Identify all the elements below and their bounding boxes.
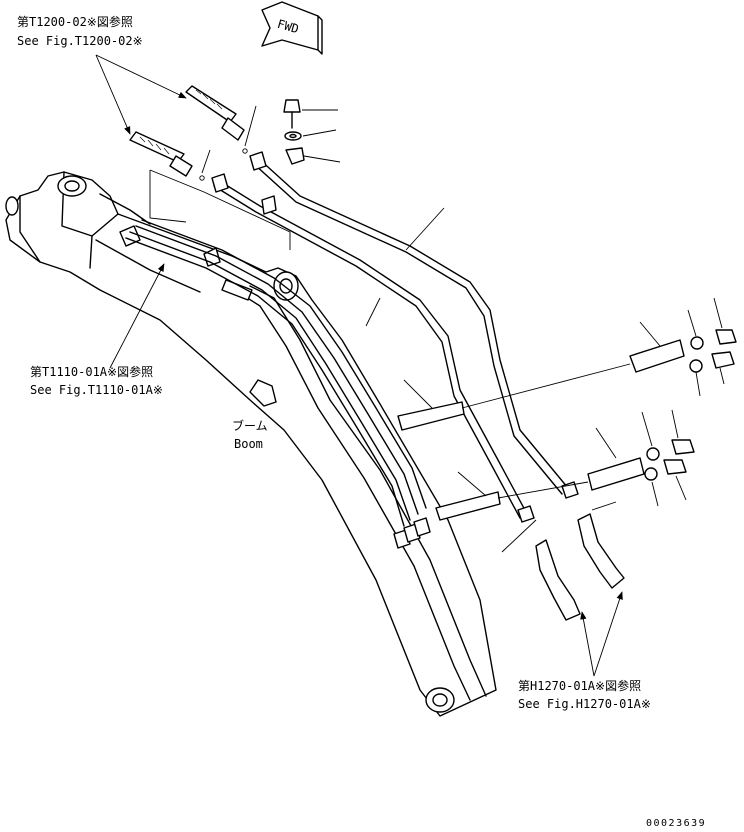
hydraulic-lines-top — [211, 151, 579, 523]
callout-t1200-en: See Fig.T1200-02※ — [17, 34, 143, 48]
callout-h1270: 第H1270-01A※図参照 See Fig.H1270-01A※ — [518, 591, 651, 711]
callout-h1270-en: See Fig.H1270-01A※ — [518, 697, 651, 711]
lower-hoses — [501, 501, 625, 621]
callout-t1110: 第T1110-01A※図参照 See Fig.T1110-01A※ — [30, 263, 165, 397]
fwd-label: FWD — [276, 17, 301, 36]
boom-label: ブーム Boom — [232, 418, 268, 451]
callout-t1200: 第T1200-02※図参照 See Fig.T1200-02※ — [17, 14, 187, 135]
reference-bracket — [149, 169, 291, 250]
callout-h1270-jp: 第H1270-01A※図参照 — [518, 678, 641, 693]
callout-t1200-jp: 第T1200-02※図参照 — [17, 14, 133, 29]
clamp-brackets — [397, 321, 685, 521]
upper-pipe-segments — [129, 85, 257, 181]
right-fasteners — [641, 297, 737, 507]
callout-t1110-jp: 第T1110-01A※図参照 — [30, 364, 153, 379]
bolt-washer-clamp-group — [283, 99, 341, 165]
fwd-arrow-sign: FWD — [261, 1, 323, 55]
callout-t1110-en: See Fig.T1110-01A※ — [30, 383, 163, 397]
drawing-number: 00023639 — [646, 818, 706, 829]
boom-hoses — [125, 219, 431, 549]
boom-label-jp: ブーム — [232, 418, 268, 433]
boom-label-en: Boom — [234, 437, 263, 451]
